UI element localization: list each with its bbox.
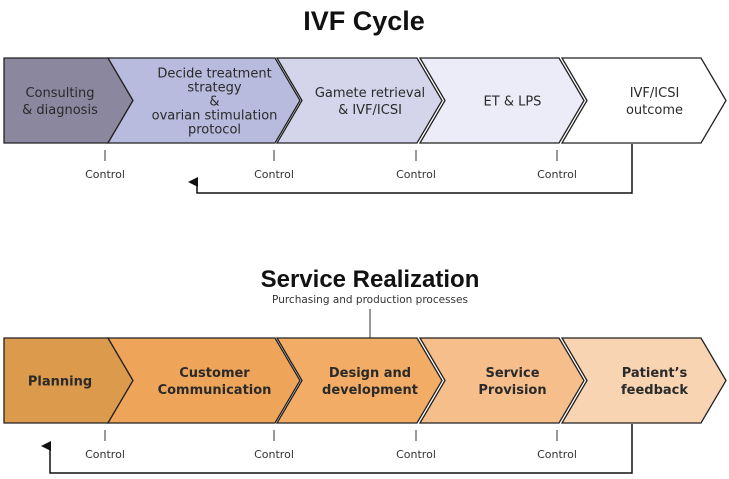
chevron-step-4 bbox=[418, 57, 585, 144]
chevron-step-2 bbox=[106, 337, 301, 424]
control-label: Control bbox=[254, 168, 294, 181]
control-label: Control bbox=[537, 448, 577, 461]
chevron-step-label: ET & LPS bbox=[484, 95, 542, 110]
service-feedback-arrow bbox=[41, 424, 633, 474]
chevron-step-4 bbox=[418, 337, 585, 424]
control-label: Control bbox=[396, 168, 436, 181]
ivf-cycle-title: IVF Cycle bbox=[303, 6, 425, 36]
chevron-step-label: Gamete retrieval& IVF/ICSI bbox=[315, 86, 425, 118]
control-label: Control bbox=[254, 448, 294, 461]
chevron-step-label: Consulting& diagnosis bbox=[22, 86, 98, 118]
control-label: Control bbox=[396, 448, 436, 461]
control-label: Control bbox=[85, 168, 125, 181]
control-label: Control bbox=[85, 448, 125, 461]
ivf-cycle-section: IVF Cycle Consulting& diagnosis Decide tr… bbox=[3, 6, 727, 194]
service-realization-section: Service Realization Purchasing and produ… bbox=[3, 266, 727, 474]
chevron-step-label: Planning bbox=[28, 375, 92, 390]
chevron-step-3 bbox=[275, 57, 443, 144]
service-realization-title: Service Realization bbox=[261, 266, 480, 293]
service-realization-subtitle: Purchasing and production processes bbox=[272, 294, 468, 306]
chevron-step-3 bbox=[275, 337, 443, 424]
chevron-step-2 bbox=[106, 57, 301, 144]
service-realization-controls: Control Control Control Control bbox=[85, 430, 577, 461]
ivf-feedback-arrow bbox=[188, 144, 633, 194]
ivf-cycle-controls: Control Control Control Control bbox=[85, 150, 577, 181]
control-label: Control bbox=[537, 168, 577, 181]
chevron-step-5 bbox=[560, 57, 727, 144]
chevron-step-5 bbox=[560, 337, 727, 424]
